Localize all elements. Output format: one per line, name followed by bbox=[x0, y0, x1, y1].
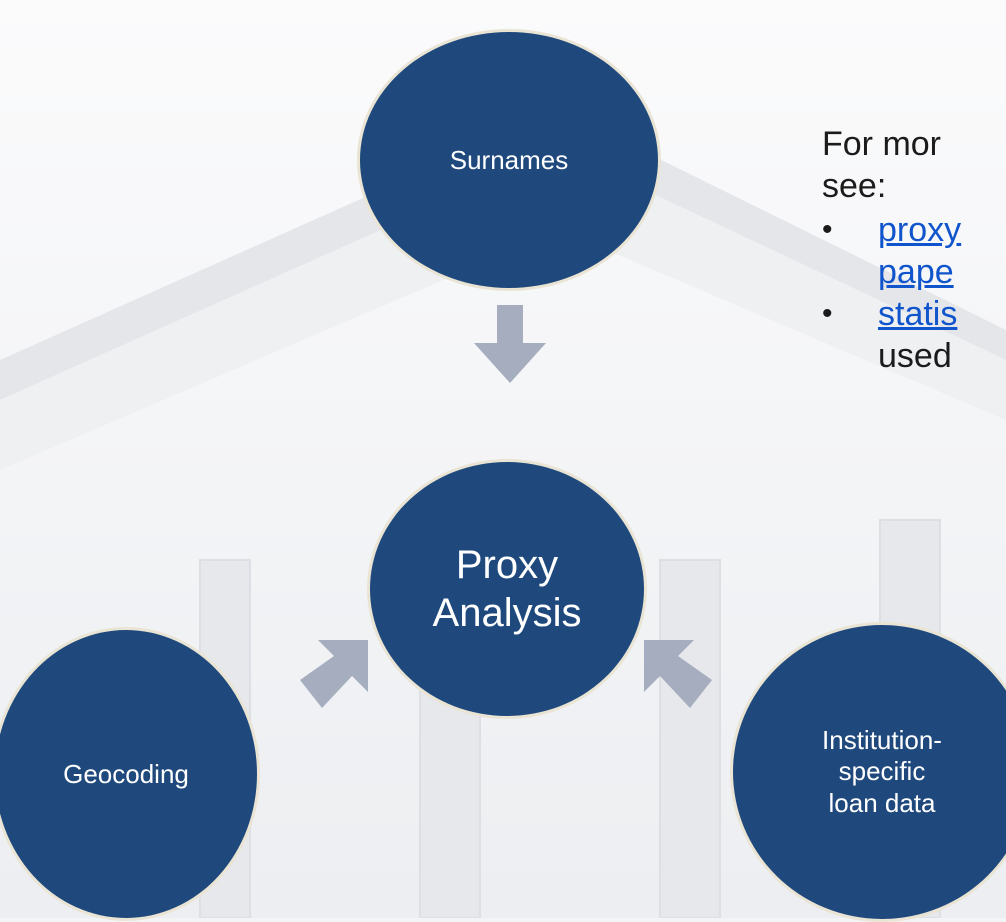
arrow-down-icon bbox=[474, 305, 546, 383]
institution-loan-data-node: Institution- specific loan data bbox=[730, 622, 1006, 922]
geocoding-node: Geocoding bbox=[0, 627, 260, 921]
intro-line-1: For mor bbox=[822, 125, 941, 163]
link-statistical-methodology[interactable]: statis bbox=[878, 295, 958, 333]
bullet-1: • bbox=[822, 213, 833, 246]
institution-loan-data-label: Institution- specific loan data bbox=[822, 725, 942, 818]
surnames-node: Surnames bbox=[357, 29, 661, 291]
surnames-label: Surnames bbox=[449, 144, 569, 175]
arrow-up-left-icon bbox=[644, 640, 712, 708]
bullet-2: • bbox=[822, 297, 833, 330]
proxy-analysis-label: Proxy Analysis bbox=[432, 543, 582, 635]
arrow-up-right-icon bbox=[300, 640, 368, 708]
proxy-analysis-node: Proxy Analysis bbox=[367, 459, 647, 719]
link-proxy-paper-cont[interactable]: pape bbox=[878, 253, 954, 291]
geocoding-label: Geocoding bbox=[63, 758, 189, 789]
link-2-continuation: used bbox=[878, 337, 952, 375]
side-text-block: For mor see: • proxy pape • statis used bbox=[822, 118, 1006, 378]
intro-line-2: see: bbox=[822, 167, 887, 205]
link-proxy-paper[interactable]: proxy bbox=[878, 211, 962, 249]
